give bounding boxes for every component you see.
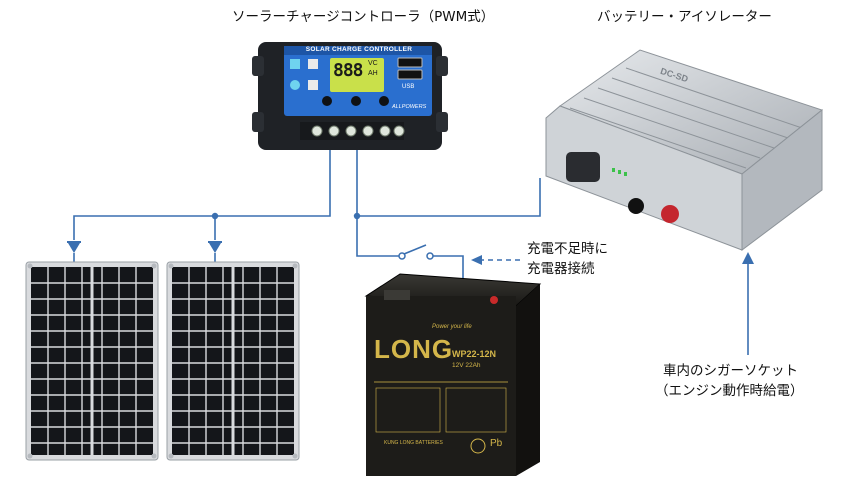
solar-panel-1 (26, 262, 158, 460)
lcd-value: 888 (333, 60, 363, 81)
positive-terminal-icon (661, 205, 679, 223)
power-socket-icon (566, 152, 600, 182)
diode-icon (67, 242, 81, 263)
negative-terminal-icon (628, 198, 644, 214)
switch-symbol (399, 245, 433, 259)
clock-icon (290, 80, 300, 90)
charge-controller (252, 42, 448, 150)
wire-controller-to-panels (74, 150, 330, 240)
terminal-icon (379, 96, 389, 106)
junction-dot (354, 213, 360, 219)
battery-tagline: Power your life (432, 324, 472, 330)
terminal-icon (322, 96, 332, 106)
socket-arrow-head (742, 252, 754, 264)
solar-panel-2 (167, 262, 299, 460)
panel-status-icon (290, 59, 300, 69)
controller-header: SOLAR CHARGE CONTROLLER (296, 46, 422, 53)
wire-to-switch (357, 216, 400, 256)
battery-spec: 12V 22Ah (452, 362, 481, 369)
battery-model: WP22-12N (452, 349, 496, 359)
battery-recycle-text: Pb (490, 438, 502, 449)
sun-icon (308, 59, 318, 69)
lcd-unit-bottom: AH (368, 70, 378, 77)
junction-dot (212, 213, 218, 219)
lcd-unit-top: VC (368, 60, 378, 67)
terminal-icon (351, 96, 361, 106)
charger-arrow-head (471, 255, 482, 265)
lock-icon (308, 80, 318, 90)
battery-maker: KUNG LONG BATTERIES (384, 440, 443, 446)
positive-terminal-icon (490, 296, 498, 304)
controller-brand: ALLPOWERS (392, 104, 426, 110)
battery-brand: LONG (374, 334, 453, 365)
wire-controller-to-isolator (357, 150, 540, 216)
usb-label: USB (402, 84, 414, 90)
diode-icon (208, 242, 222, 263)
